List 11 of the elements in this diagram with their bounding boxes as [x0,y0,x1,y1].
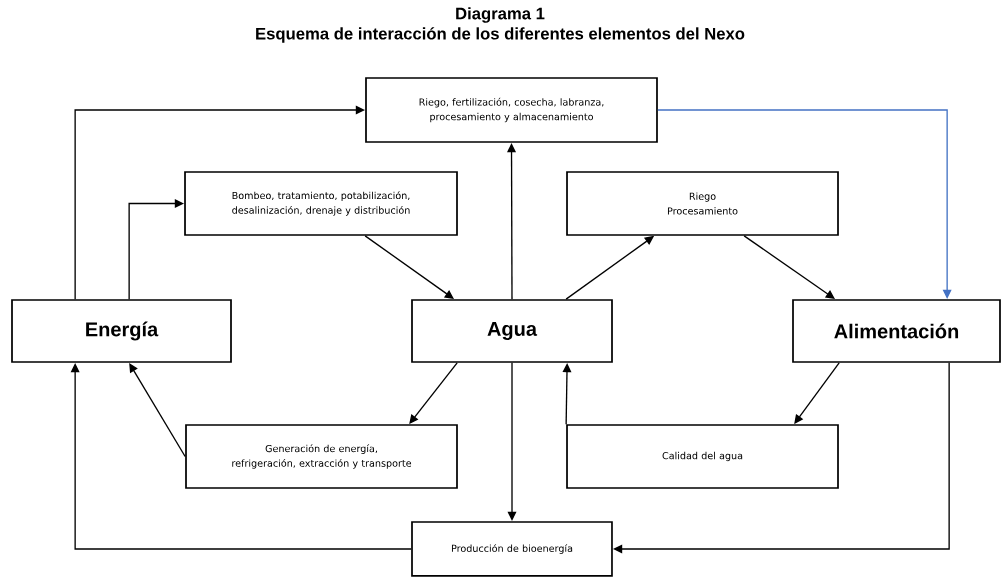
process-box: Generación de energía, refrigeración, extracción y transporte [185,424,458,489]
category-box: Energía [11,299,232,363]
process-box: Producción de bioenergía [411,521,613,577]
process-box: Riego, fertilización, cosecha, labranza, procesamiento y almacenamiento [365,77,658,143]
process-box: Riego Procesamiento [566,171,839,236]
category-box: Alimentación [792,299,1001,363]
title: Diagrama 1 [456,7,545,23]
subtitle: Esquema de interacción de los diferentes elementos del Nexo [256,27,745,43]
category-box: Agua [411,299,613,363]
process-box: Bombeo, tratamiento, potabilización, desalinización, drenaje y distribución [184,171,458,236]
process-box: Calidad del agua [566,424,839,489]
